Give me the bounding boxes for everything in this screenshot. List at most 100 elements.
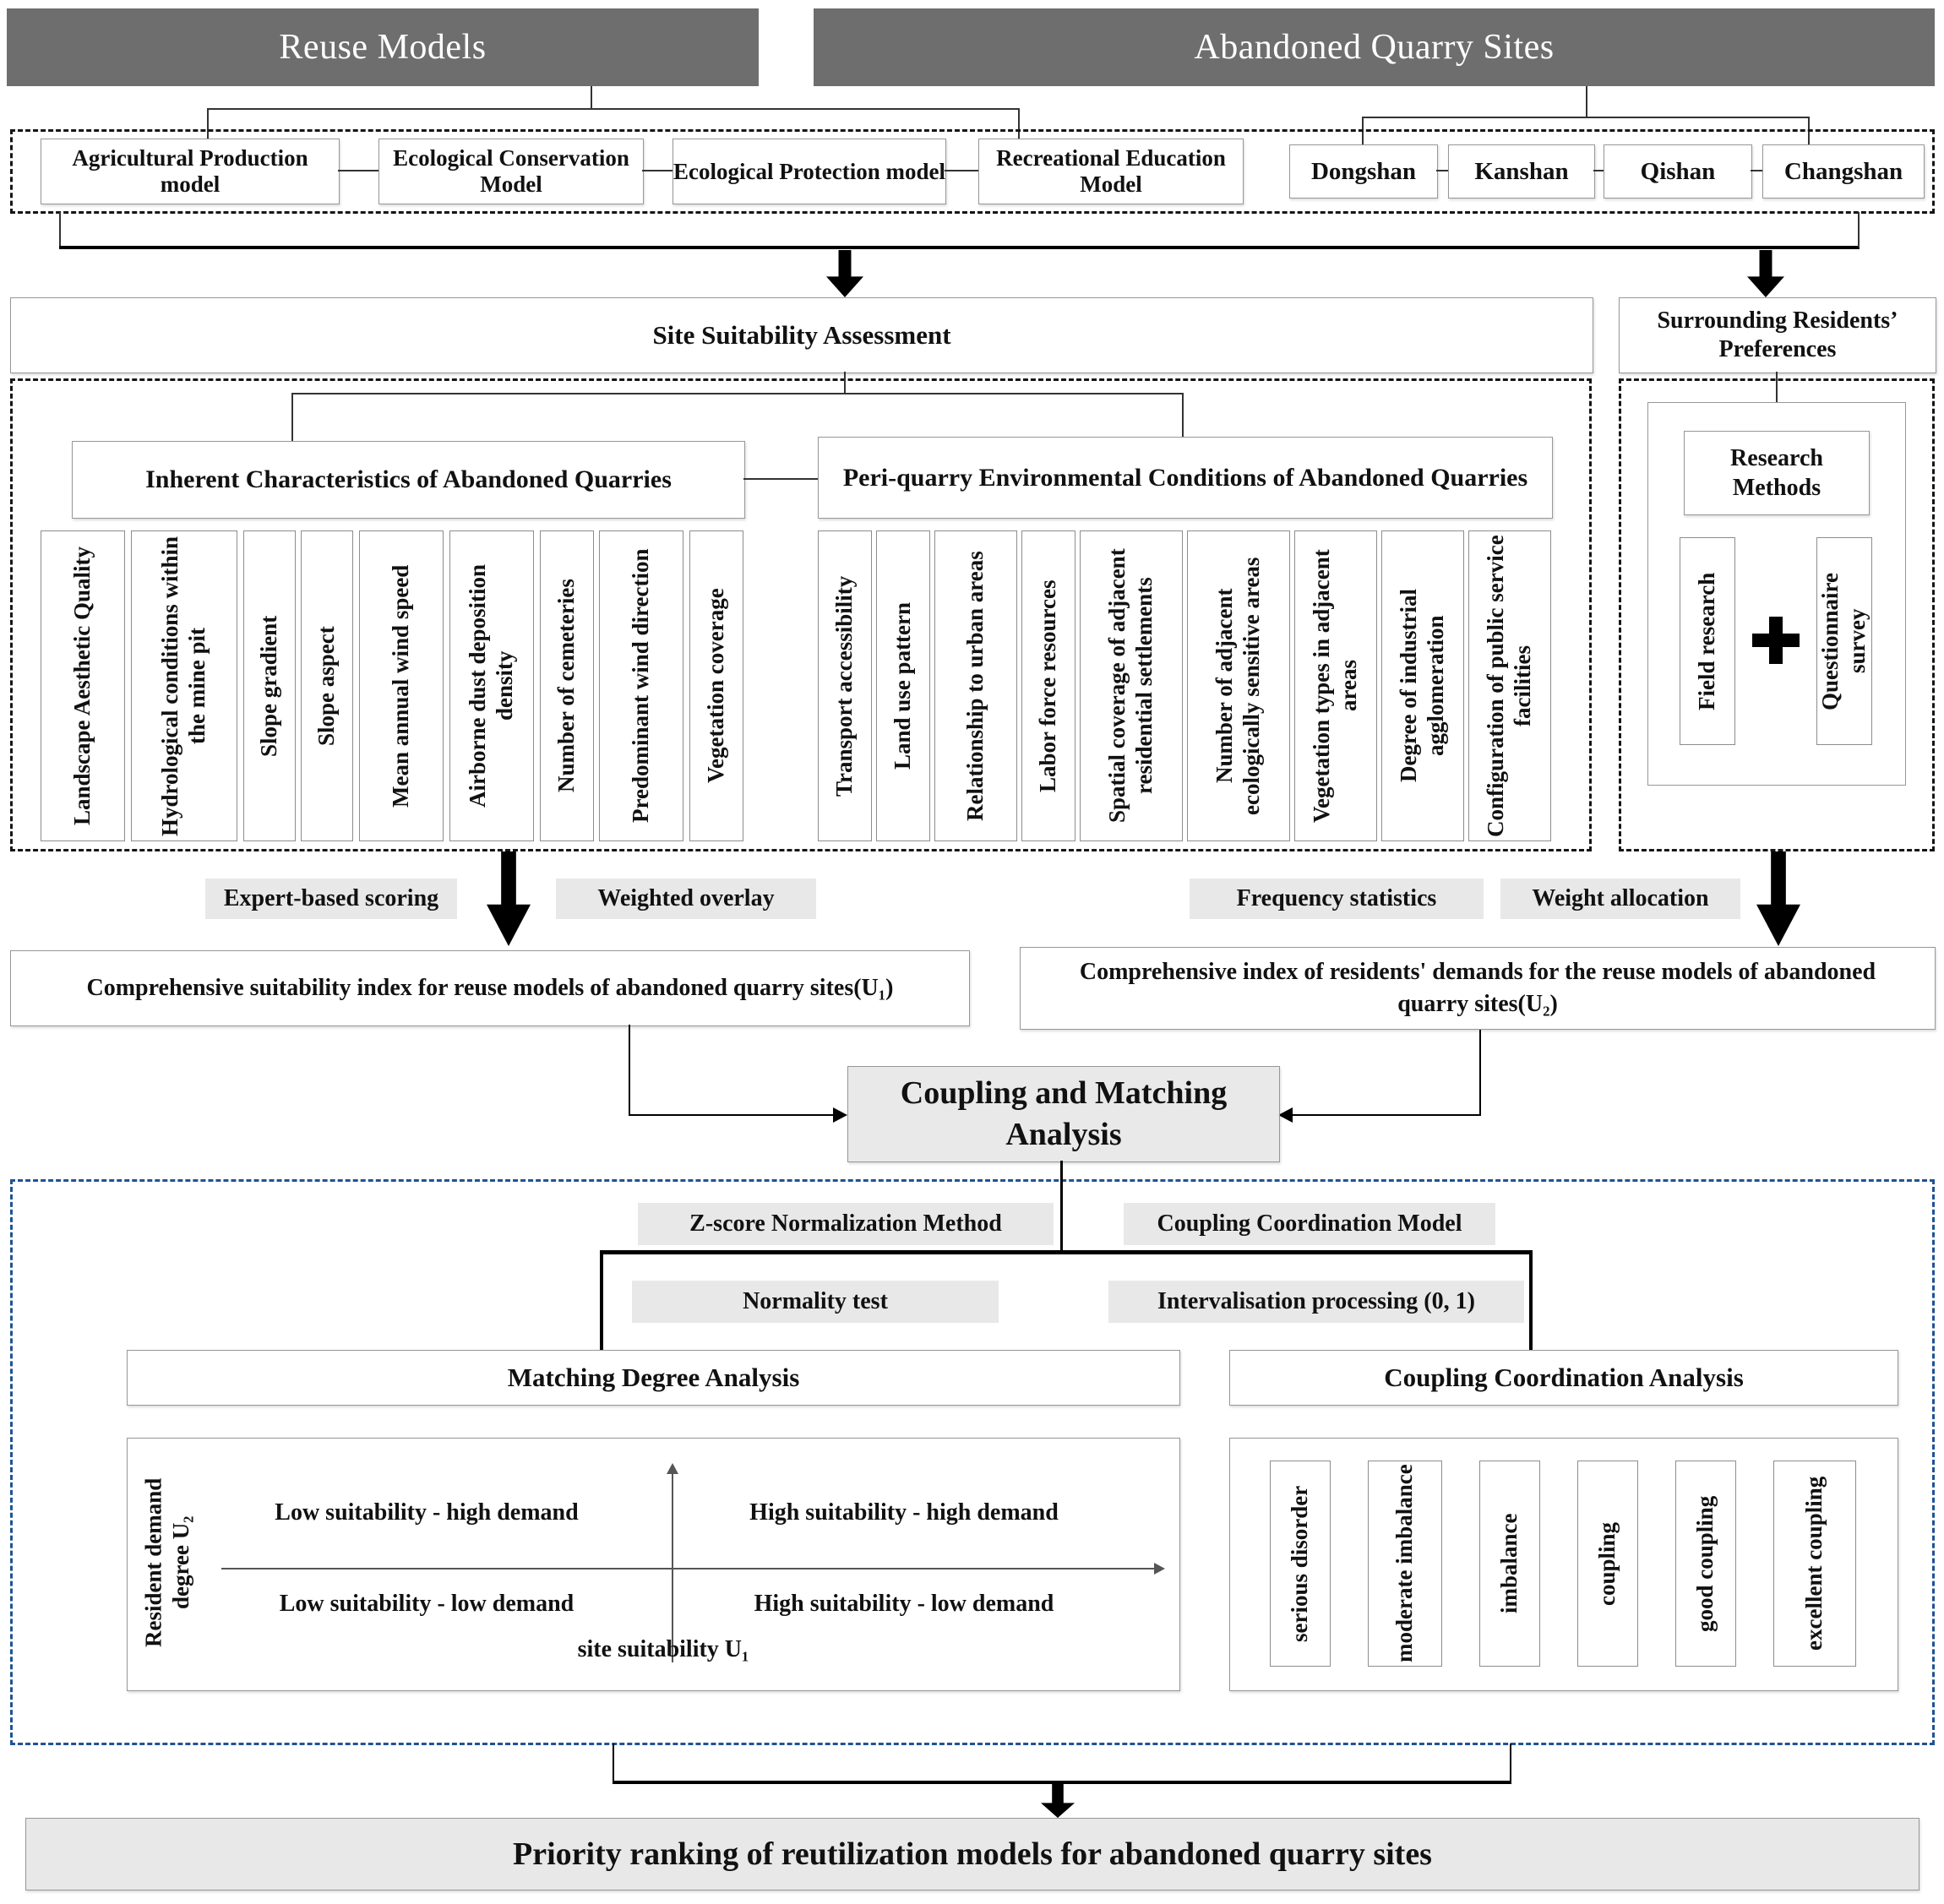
criterion-box: Vegetation types in adjacent areas	[1294, 530, 1377, 841]
down-arrow	[826, 250, 863, 297]
plus-bar-v	[1769, 617, 1783, 664]
criterion-box: Landscape Aesthetic Quality	[41, 530, 125, 841]
connector-line	[1293, 1114, 1481, 1116]
connector-line	[1060, 1161, 1063, 1254]
down-arrow	[1756, 851, 1800, 946]
reuse-model-box: Agricultural Production model	[41, 139, 340, 204]
coupling-matching-analysis-box: Coupling and Matching Analysis	[847, 1066, 1280, 1162]
matching-degree-analysis-header: Matching Degree Analysis	[127, 1350, 1180, 1406]
criterion-box: Relationship to urban areas	[934, 530, 1017, 841]
residents-preferences-box: Surrounding Residents’ Preferences	[1619, 297, 1936, 373]
connector-line	[629, 1025, 630, 1116]
criterion-box: Transport accessibility	[818, 530, 872, 841]
quadrant-label: High suitability - high demand	[749, 1499, 1059, 1526]
coordination-level-box: imbalance	[1479, 1461, 1540, 1667]
coordination-level-box: excellent coupling	[1773, 1461, 1856, 1667]
connector-line	[1362, 117, 1810, 118]
connector-line	[613, 1744, 614, 1782]
connector-line	[1586, 86, 1587, 118]
criterion-box: Hydrological conditions within the mine …	[130, 530, 237, 841]
down-arrow	[1041, 1784, 1075, 1818]
quadrant-label: High suitability - low demand	[754, 1591, 1054, 1617]
arrowhead-up	[667, 1463, 678, 1474]
quadrant-label: Low suitability - low demand	[279, 1591, 574, 1617]
research-method-box: Field research	[1680, 537, 1735, 745]
connector-line	[207, 108, 209, 140]
research-method-box: Questionnaire survey	[1816, 537, 1872, 745]
quarry-site-box: Kanshan	[1448, 144, 1595, 199]
criterion-box: Slope gradient	[242, 530, 296, 841]
criterion-box: Spatial coverage of adjacent residential…	[1080, 530, 1183, 841]
arrowhead-right	[833, 1107, 847, 1123]
quadrant-label: Low suitability - high demand	[275, 1499, 579, 1526]
criterion-box: Labor force resources	[1021, 530, 1075, 841]
criterion-box: Mean annual wind speed	[359, 530, 444, 841]
inherent-items-row: Landscape Aesthetic Quality Hydrological…	[41, 530, 743, 841]
connector-line	[1436, 170, 1448, 171]
step-label: Frequency statistics	[1190, 879, 1484, 919]
criteria-dashed-box	[10, 378, 1592, 851]
criterion-box: Slope aspect	[301, 530, 354, 841]
connector-line	[1479, 1030, 1481, 1116]
y-axis-line	[672, 1472, 673, 1662]
reuse-models-header: Reuse Models	[7, 8, 759, 86]
connector-line	[1182, 393, 1184, 438]
quarry-site-box: Dongshan	[1289, 144, 1438, 199]
suitability-index-box: Comprehensive suitability index for reus…	[10, 950, 970, 1026]
connector-line	[1808, 117, 1810, 149]
coordination-level-box: moderate imbalance	[1368, 1461, 1442, 1667]
x-axis-label: site suitability U₁	[577, 1636, 749, 1662]
coordination-levels-row: serious disorder moderate imbalance imba…	[1229, 1438, 1897, 1689]
plus-icon	[1752, 617, 1800, 664]
criterion-box: Degree of industrial agglomeration	[1381, 530, 1464, 841]
reuse-model-box: Ecological Conservation Model	[378, 139, 644, 204]
connector-line	[207, 108, 1020, 110]
connector-line	[1529, 1250, 1533, 1352]
site-suitability-assessment-box: Site Suitability Assessment	[10, 297, 1593, 373]
criterion-box: Airborne dust deposition density	[449, 530, 534, 841]
criterion-box: Configuration of public service faciliti…	[1468, 530, 1551, 841]
method-label: Coupling Coordination Model	[1124, 1203, 1495, 1245]
peri-items-row: Transport accessibility Land use pattern…	[818, 530, 1551, 841]
inherent-characteristics-header: Inherent Characteristics of Abandoned Qu…	[72, 441, 745, 519]
reuse-model-box: Ecological Protection model	[673, 139, 946, 204]
step-label: Expert-based scoring	[205, 879, 457, 919]
criterion-box: Vegetation coverage	[689, 530, 743, 841]
criterion-box: Predominant wind direction	[599, 530, 684, 841]
connector-line	[591, 86, 592, 109]
analysis-dashed-box	[10, 1179, 1935, 1745]
quarry-site-box: Changshan	[1762, 144, 1925, 199]
x-axis-line	[221, 1568, 1157, 1569]
connector-line	[600, 1250, 1533, 1254]
research-methods-header: Research Methods	[1684, 431, 1870, 515]
models-sites-dashed-box	[10, 129, 1935, 214]
step-label: Weighted overlay	[556, 879, 816, 919]
abandoned-quarry-sites-header: Abandoned Quarry Sites	[814, 8, 1935, 86]
connector-line	[1510, 1744, 1511, 1782]
connector-line	[629, 1114, 836, 1116]
coordination-level-box: serious disorder	[1270, 1461, 1331, 1667]
reuse-model-box: Recreational Education Model	[978, 139, 1244, 204]
connector-line	[613, 1781, 1511, 1784]
down-arrow	[487, 851, 531, 946]
connector-line	[1858, 212, 1860, 248]
method-label: Intervalisation processing (0, 1)	[1108, 1281, 1524, 1323]
connector-line	[291, 393, 1184, 394]
peri-quarry-header: Peri-quarry Environmental Conditions of …	[818, 437, 1553, 519]
method-label: Z-score Normalization Method	[638, 1203, 1054, 1245]
criterion-box: Number of cemeteries	[539, 530, 594, 841]
connector-line	[600, 1250, 603, 1352]
connector-line	[844, 372, 846, 394]
priority-ranking-footer: Priority ranking of reutilization models…	[25, 1818, 1919, 1890]
connector-line	[338, 170, 378, 171]
connector-line	[1751, 170, 1762, 171]
connector-line	[642, 170, 673, 171]
connector-line	[945, 170, 978, 171]
connector-line	[1018, 108, 1020, 140]
arrowhead-right	[1154, 1563, 1165, 1575]
criterion-box: Land use pattern	[876, 530, 930, 841]
connector-line	[59, 246, 1860, 249]
method-label: Normality test	[632, 1281, 999, 1323]
y-axis-label: Resident demand degree U₂	[140, 1477, 193, 1648]
connector-line	[1362, 117, 1364, 149]
